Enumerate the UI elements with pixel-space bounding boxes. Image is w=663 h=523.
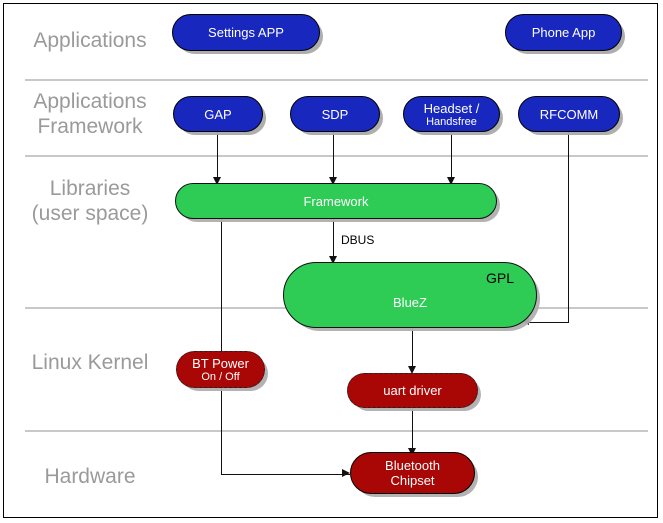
node-framework-label: Framework — [303, 193, 369, 209]
edge-headset-to-framework-arrow — [447, 177, 455, 185]
edge-bluez-to-uart-arrow — [408, 366, 416, 374]
section-label-hardware: Hardware — [44, 465, 136, 488]
node-phone-app[interactable]: Phone App — [505, 14, 622, 51]
node-bluez[interactable]: BlueZ GPL — [283, 262, 537, 328]
node-bt-power-sublabel: On / Off — [201, 371, 240, 383]
node-rfcomm-label: RFCOMM — [539, 106, 599, 122]
node-bt-power[interactable]: BT Power On / Off — [176, 351, 265, 388]
edge-gap-to-framework-arrow — [213, 177, 221, 185]
edge-label-dbus: DBUS — [341, 233, 375, 247]
node-framework[interactable]: Framework — [175, 183, 497, 219]
node-bluez-label: BlueZ — [393, 294, 427, 310]
section-label-applications: Applications — [33, 29, 147, 52]
node-bt-power-label: BT Power — [192, 356, 249, 371]
section-label-linux-kernel: Linux Kernel — [31, 351, 149, 374]
divider-applications — [25, 79, 648, 81]
node-settings-app[interactable]: Settings APP — [172, 14, 320, 51]
node-sdp[interactable]: SDP — [290, 96, 380, 132]
node-bluetooth-chipset[interactable]: Bluetooth Chipset — [350, 452, 475, 494]
edge-framework-to-bluez-arrow — [329, 256, 337, 264]
edge-headset-to-framework-line — [451, 131, 452, 178]
edge-framework-to-chipset-vline — [221, 218, 222, 475]
node-settings-app-label: Settings APP — [208, 25, 284, 40]
node-sdp-label: SDP — [321, 106, 349, 122]
node-headset-handsfree-label: Headset / — [423, 100, 480, 116]
edge-sdp-to-framework-arrow — [329, 177, 337, 185]
edge-sdp-to-framework-line — [333, 131, 334, 178]
node-uart-driver[interactable]: uart driver — [347, 373, 478, 408]
section-label-applications-framework: Applications Framework — [33, 90, 147, 138]
edge-rfcomm-to-bluez-arrow — [521, 317, 529, 325]
edge-gap-to-framework-line — [217, 131, 218, 178]
edge-rfcomm-to-bluez-hline — [529, 322, 569, 323]
divider-linux-kernel — [25, 430, 648, 432]
node-bluetooth-chipset-label: Bluetooth — [385, 458, 440, 473]
edge-uart-to-chipset-line — [412, 408, 413, 450]
edge-framework-to-bluez-line — [333, 218, 334, 258]
node-bluetooth-chipset-sublabel: Chipset — [390, 473, 435, 488]
node-headset-handsfree-sublabel: Handsfree — [426, 115, 477, 128]
node-gap-label: GAP — [204, 106, 232, 122]
diagram-border — [3, 3, 658, 518]
edge-framework-to-chipset-arrow — [342, 469, 350, 477]
node-gap[interactable]: GAP — [173, 96, 263, 132]
edge-framework-to-chipset-hline — [221, 474, 350, 475]
divider-applications-framework — [25, 155, 648, 157]
edge-bluez-to-uart-line — [412, 328, 413, 368]
node-bluez-gpl-badge: GPL — [485, 270, 514, 286]
section-label-libraries: Libraries (user space) — [31, 177, 149, 225]
edge-rfcomm-to-bluez-vline — [568, 131, 569, 322]
node-uart-driver-label: uart driver — [383, 383, 442, 398]
node-rfcomm[interactable]: RFCOMM — [518, 96, 620, 132]
node-phone-app-label: Phone App — [531, 25, 596, 40]
node-headset-handsfree[interactable]: Headset / Handsfree — [403, 96, 500, 132]
